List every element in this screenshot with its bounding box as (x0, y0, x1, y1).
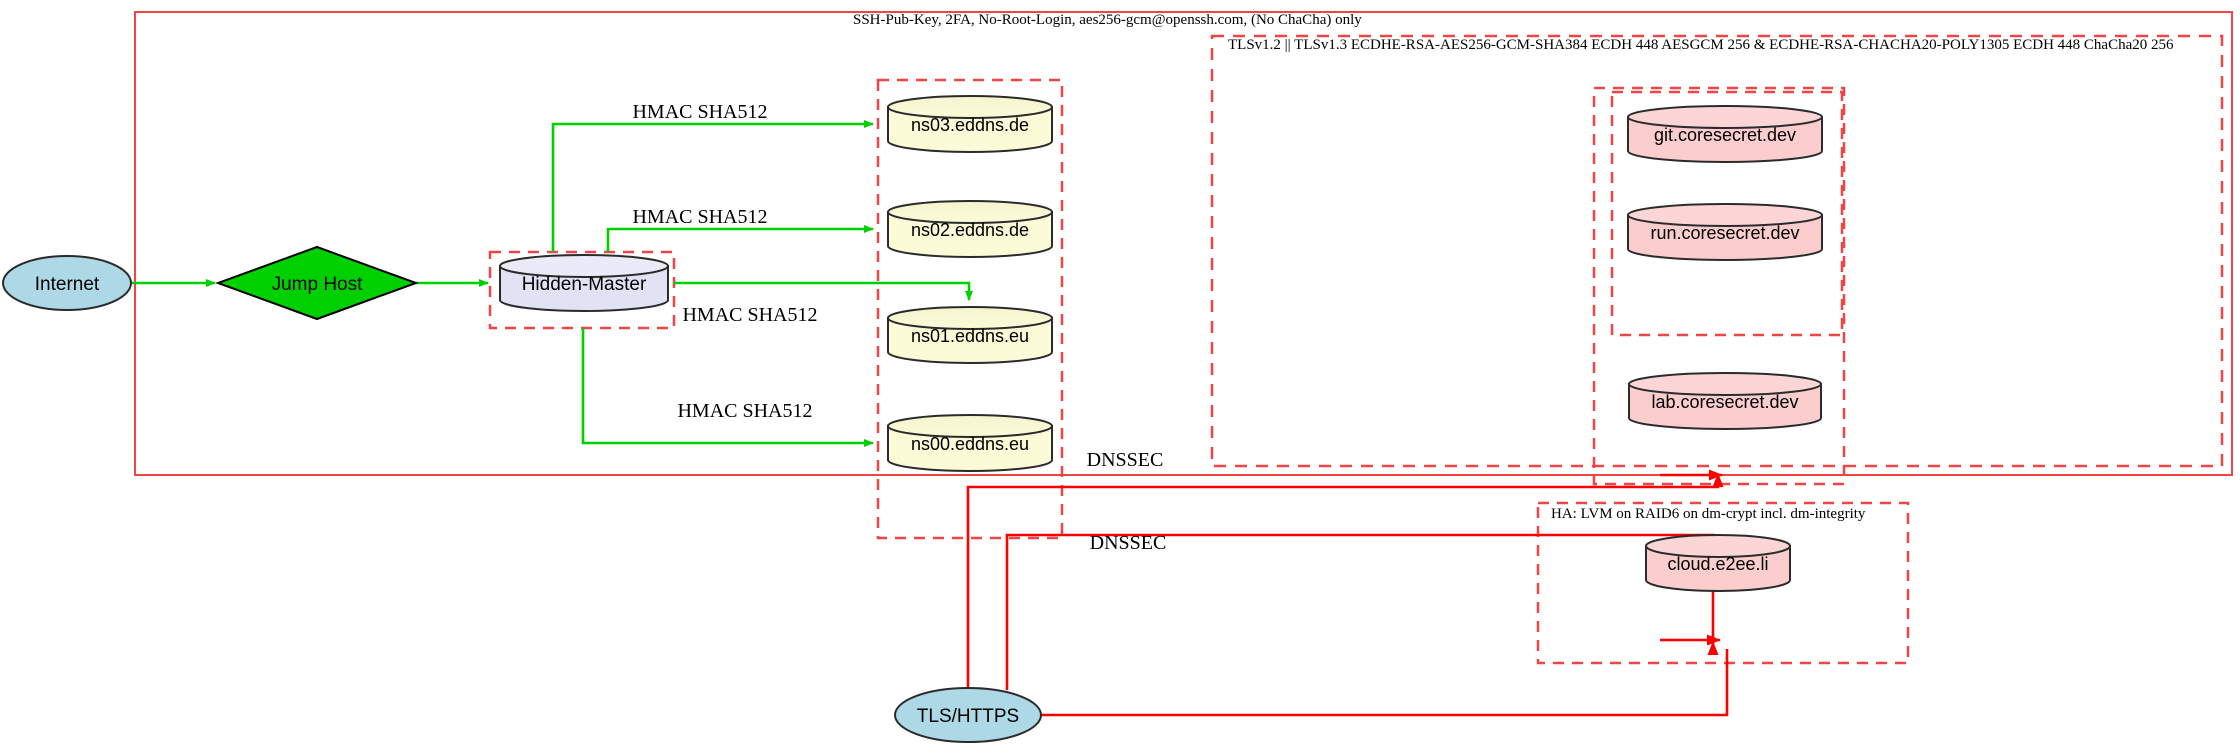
lab-coresecret-node-label: lab.coresecret.dev (1651, 392, 1798, 412)
edge-master-ns00-label: HMAC SHA512 (677, 400, 812, 422)
jump-host-node-label: Jump Host (272, 274, 364, 295)
git-coresecret-node-label: git.coresecret.dev (1654, 125, 1796, 145)
edge-tlshttps-cloud (1660, 469, 1723, 655)
ns02-node[interactable]: ns02.eddns.de (887, 200, 1053, 258)
ssh-outer-cluster: SSH-Pub-Key, 2FA, No-Root-Login, aes256-… (134, 11, 2233, 476)
edge-master-ns01-label: HMAC SHA512 (682, 304, 817, 326)
hidden-master-node-label: Hidden-Master (522, 274, 647, 295)
edge-master-ns03-label: HMAC SHA512 (632, 101, 767, 123)
ns01-node[interactable]: ns01.eddns.eu (887, 306, 1053, 364)
ns00-node-label: ns00.eddns.eu (911, 434, 1029, 454)
edge-tlshttps-coresecret (1041, 649, 1729, 717)
ssh-outer-cluster-label: SSH-Pub-Key, 2FA, No-Root-Login, aes256-… (853, 12, 1362, 28)
coresecret-inner-cluster (1610, 90, 1844, 337)
edge-master-ns01: HMAC SHA512 (674, 281, 973, 326)
internet-node-label: Internet (35, 274, 100, 295)
ns03-node-label: ns03.eddns.de (911, 115, 1029, 135)
hidden-master-node[interactable]: Hidden-Master (499, 254, 669, 312)
tls-https-node-label: TLS/HTTPS (917, 706, 1019, 727)
lab-coresecret-node[interactable]: lab.coresecret.dev (1628, 372, 1822, 430)
edge-master-ns03: HMAC SHA512 (551, 101, 874, 252)
ns03-node[interactable]: ns03.eddns.de (887, 95, 1053, 153)
edge-master-ns00: HMAC SHA512 (581, 328, 874, 447)
cloud-e2ee-node[interactable]: cloud.e2ee.li (1645, 534, 1791, 592)
ns00-node[interactable]: ns00.eddns.eu (887, 414, 1053, 472)
run-coresecret-node-label: run.coresecret.dev (1650, 223, 1799, 243)
tls-cluster: TLSv1.2 || TLSv1.3 ECDHE-RSA-AES256-GCM-… (1210, 34, 2224, 468)
tls-https-node[interactable]: TLS/HTTPS (894, 687, 1042, 743)
edge-dnssec-upper-label: DNSSEC (1087, 449, 1164, 471)
edge-master-ns02: HMAC SHA512 (606, 206, 874, 252)
git-coresecret-node[interactable]: git.coresecret.dev (1627, 105, 1823, 163)
ns01-node-label: ns01.eddns.eu (911, 326, 1029, 346)
edge-dnssec-lower: DNSSEC (1005, 532, 1715, 690)
ha-cluster: HA: LVM on RAID6 on dm-crypt incl. dm-in… (1536, 501, 1910, 665)
ns02-node-label: ns02.eddns.de (911, 220, 1029, 240)
nameserver-cluster (876, 78, 1064, 540)
tls-cluster-label: TLSv1.2 || TLSv1.3 ECDHE-RSA-AES256-GCM-… (1228, 37, 2174, 53)
edge-master-ns02-label: HMAC SHA512 (632, 206, 767, 228)
internet-node[interactable]: Internet (2, 255, 132, 311)
edge-dnssec-lower-label: DNSSEC (1090, 532, 1167, 554)
cloud-e2ee-node-label: cloud.e2ee.li (1667, 554, 1768, 574)
ha-cluster-label: HA: LVM on RAID6 on dm-crypt incl. dm-in… (1551, 506, 1866, 522)
jump-host-node[interactable]: Jump Host (215, 245, 419, 321)
edge-dnssec-upper: DNSSEC (966, 449, 1724, 690)
run-coresecret-node[interactable]: run.coresecret.dev (1627, 203, 1823, 261)
